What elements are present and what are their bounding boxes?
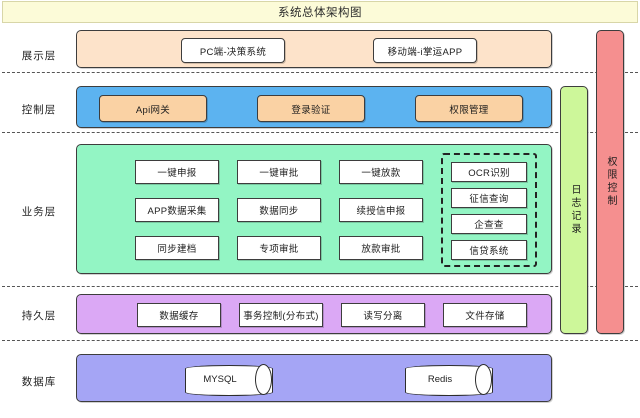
node-file-storage[interactable]: 文件存储 (443, 303, 527, 327)
db-cylinder-redis[interactable]: Redis (405, 364, 493, 396)
sidebar-permission-control-label: 权限控制 (605, 156, 616, 208)
node-renew-credit-declaration[interactable]: 续授信申报 (339, 198, 423, 222)
node-label: 数据同步 (259, 206, 299, 217)
node-label: 续授信申报 (356, 206, 406, 217)
node-label: 一键放款 (361, 168, 401, 179)
layer-band-persistence: 数据缓存 事务控制(分布式) 读写分离 文件存储 (76, 294, 552, 334)
node-ocr-recognition[interactable]: OCR识别 (451, 162, 527, 182)
db-label: MYSQL (203, 374, 237, 385)
node-label: 权限管理 (449, 104, 489, 116)
third-party-services-group: OCR识别 征信查询 企查查 信贷系统 (441, 153, 537, 267)
page-title: 系统总体架构图 (278, 7, 362, 19)
divider-persistence-database (2, 340, 638, 341)
layer-band-database: MYSQL Redis (76, 354, 552, 402)
layer-label-business: 业务层 (21, 206, 57, 218)
node-label: 一键审批 (259, 168, 299, 179)
layer-band-control: Api网关 登录验证 权限管理 (76, 86, 552, 128)
diagram-title-banner: 系统总体架构图 (2, 1, 638, 23)
cylinder-cap (255, 364, 272, 395)
layer-label-persistence: 持久层 (21, 310, 57, 322)
layer-label-control: 控制层 (21, 104, 57, 116)
node-label: 放款审批 (361, 244, 401, 255)
node-label: PC端-决策系统 (199, 46, 267, 58)
node-sync-archiving[interactable]: 同步建档 (135, 236, 219, 260)
sidebar-log-record-label: 日志记录 (569, 184, 580, 236)
divider-control-business (2, 132, 638, 133)
node-permission-management[interactable]: 权限管理 (415, 95, 523, 122)
layer-band-business: 一键申报 APP数据采集 同步建档 一键审批 数据同步 专项审批 一键放款 续授… (76, 144, 552, 274)
node-label: 同步建档 (157, 244, 197, 255)
node-label: 一键申报 (157, 168, 197, 179)
node-mobile-app[interactable]: 移动端-i掌运APP (373, 38, 477, 63)
node-login-auth[interactable]: 登录验证 (257, 95, 365, 122)
sidebar-log-record[interactable]: 日志记录 (560, 86, 588, 334)
node-one-click-approval[interactable]: 一键审批 (237, 160, 321, 184)
node-credit-inquiry[interactable]: 征信查询 (451, 188, 527, 208)
db-cylinder-mysql[interactable]: MYSQL (185, 364, 273, 396)
node-data-sync[interactable]: 数据同步 (237, 198, 321, 222)
node-label: 文件存储 (465, 311, 505, 322)
node-api-gateway[interactable]: Api网关 (99, 95, 207, 122)
node-label: 登录验证 (291, 104, 331, 116)
node-label: 企查查 (474, 220, 504, 231)
node-label: 专项审批 (259, 244, 299, 255)
node-enterprise-check[interactable]: 企查查 (451, 214, 527, 234)
sidebar-permission-control[interactable]: 权限控制 (596, 30, 624, 334)
node-one-click-loan[interactable]: 一键放款 (339, 160, 423, 184)
node-one-click-declaration[interactable]: 一键申报 (135, 160, 219, 184)
node-pc-decision-system[interactable]: PC端-决策系统 (181, 38, 285, 63)
node-label: 信贷系统 (469, 246, 509, 257)
layer-label-database: 数据库 (21, 376, 57, 388)
node-label: Api网关 (135, 104, 171, 116)
divider-business-persistence (2, 286, 638, 287)
db-label: Redis (427, 374, 453, 385)
node-label: 数据缓存 (159, 311, 199, 322)
node-loan-approval[interactable]: 放款审批 (339, 236, 423, 260)
layer-band-presentation: PC端-决策系统 移动端-i掌运APP (76, 30, 552, 68)
layer-label-presentation: 展示层 (21, 50, 57, 62)
node-data-cache[interactable]: 数据缓存 (137, 303, 221, 327)
node-label: 征信查询 (469, 194, 509, 205)
node-label: 事务控制(分布式) (243, 311, 319, 322)
node-label: 移动端-i掌运APP (387, 46, 463, 58)
node-app-data-collection[interactable]: APP数据采集 (135, 198, 219, 222)
node-special-approval[interactable]: 专项审批 (237, 236, 321, 260)
node-label: APP数据采集 (147, 206, 207, 217)
node-label: 读写分离 (363, 311, 403, 322)
node-transaction-control[interactable]: 事务控制(分布式) (239, 303, 323, 327)
divider-presentation-control (2, 72, 638, 73)
node-label: OCR识别 (468, 168, 510, 179)
node-read-write-separation[interactable]: 读写分离 (341, 303, 425, 327)
cylinder-cap (475, 364, 492, 395)
node-credit-system[interactable]: 信贷系统 (451, 240, 527, 260)
